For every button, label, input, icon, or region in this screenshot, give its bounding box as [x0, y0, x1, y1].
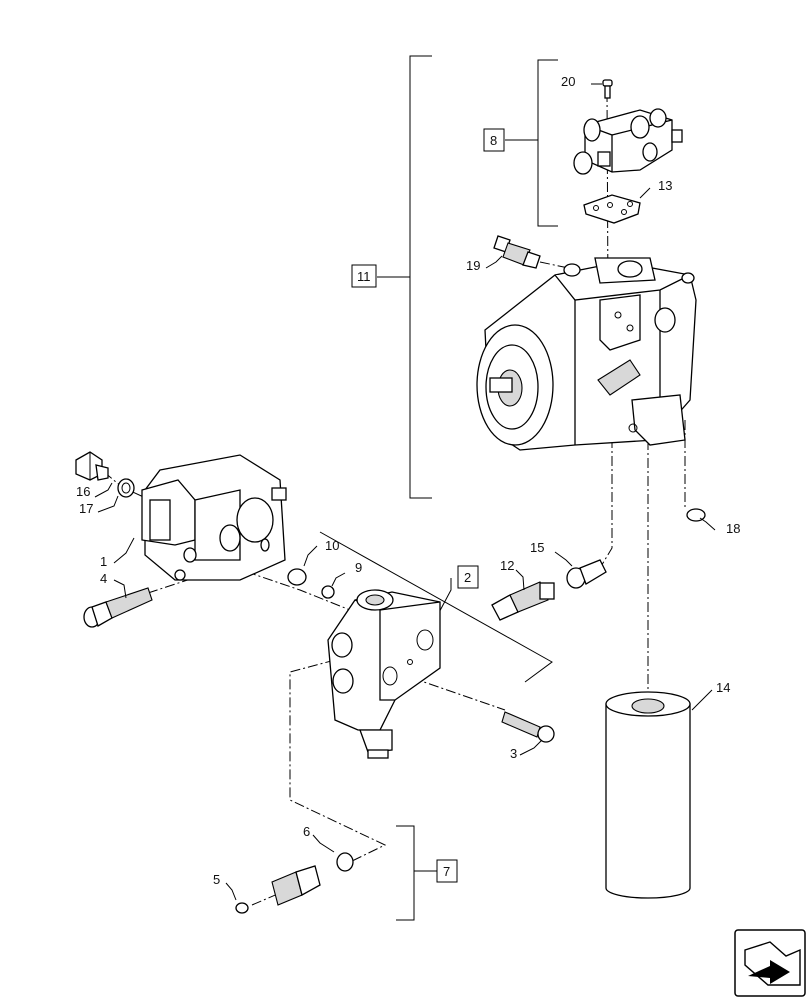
- svg-text:7: 7: [443, 864, 450, 879]
- fitting-12: [491, 581, 555, 621]
- o-ring-6: [336, 852, 354, 872]
- svg-text:8: 8: [490, 133, 497, 148]
- callout-15: 15: [530, 540, 544, 555]
- port-fitting-7: [271, 865, 321, 906]
- callout-10: 10: [325, 538, 339, 553]
- callout-13: 13: [658, 178, 672, 193]
- gasket-13: [583, 194, 641, 224]
- navigation-arrow-icon[interactable]: [734, 929, 806, 997]
- o-ring-5: [235, 902, 249, 914]
- callout-16: 16: [76, 484, 90, 499]
- plug-16: [75, 451, 109, 481]
- filter-14: [605, 691, 691, 899]
- bolt-3: [501, 711, 555, 743]
- callout-1: 1: [100, 554, 107, 569]
- hydraulic-piston-pump: [476, 257, 697, 451]
- callout-3: 3: [510, 746, 517, 761]
- callout-18: 18: [726, 521, 740, 536]
- bracket-group-11: [377, 55, 432, 499]
- callout-17: 17: [79, 501, 93, 516]
- bolt-4: [83, 587, 153, 628]
- callout-9: 9: [355, 560, 362, 575]
- gear-pump-1: [141, 454, 287, 581]
- callout-box-11: 11: [351, 264, 377, 288]
- sensor-19: [493, 235, 541, 269]
- callout-box-7: 7: [436, 859, 458, 883]
- callout-box-8: 8: [483, 128, 505, 152]
- callout-14: 14: [716, 680, 730, 695]
- valve-block-2: [327, 589, 441, 759]
- bracket-group-7: [396, 825, 437, 921]
- centerline-port-7: [289, 659, 387, 863]
- callout-5: 5: [213, 872, 220, 887]
- centerline-fitting-15: [599, 438, 613, 569]
- svg-text:2: 2: [464, 570, 471, 585]
- callout-19: 19: [466, 258, 480, 273]
- callout-box-2: 2: [457, 565, 479, 589]
- o-ring-10: [287, 568, 307, 586]
- svg-text:11: 11: [357, 269, 371, 284]
- centerline-gear-pump: [211, 559, 356, 613]
- callout-6: 6: [303, 824, 310, 839]
- fitting-15: [566, 559, 607, 589]
- washer-17: [117, 478, 135, 498]
- callout-12: 12: [500, 558, 514, 573]
- callout-4: 4: [100, 571, 107, 586]
- o-ring-9: [321, 585, 335, 599]
- screw-20: [602, 79, 613, 99]
- callout-20: 20: [561, 74, 575, 89]
- control-valve-8: [573, 108, 683, 175]
- bracket-group-8: [505, 59, 558, 227]
